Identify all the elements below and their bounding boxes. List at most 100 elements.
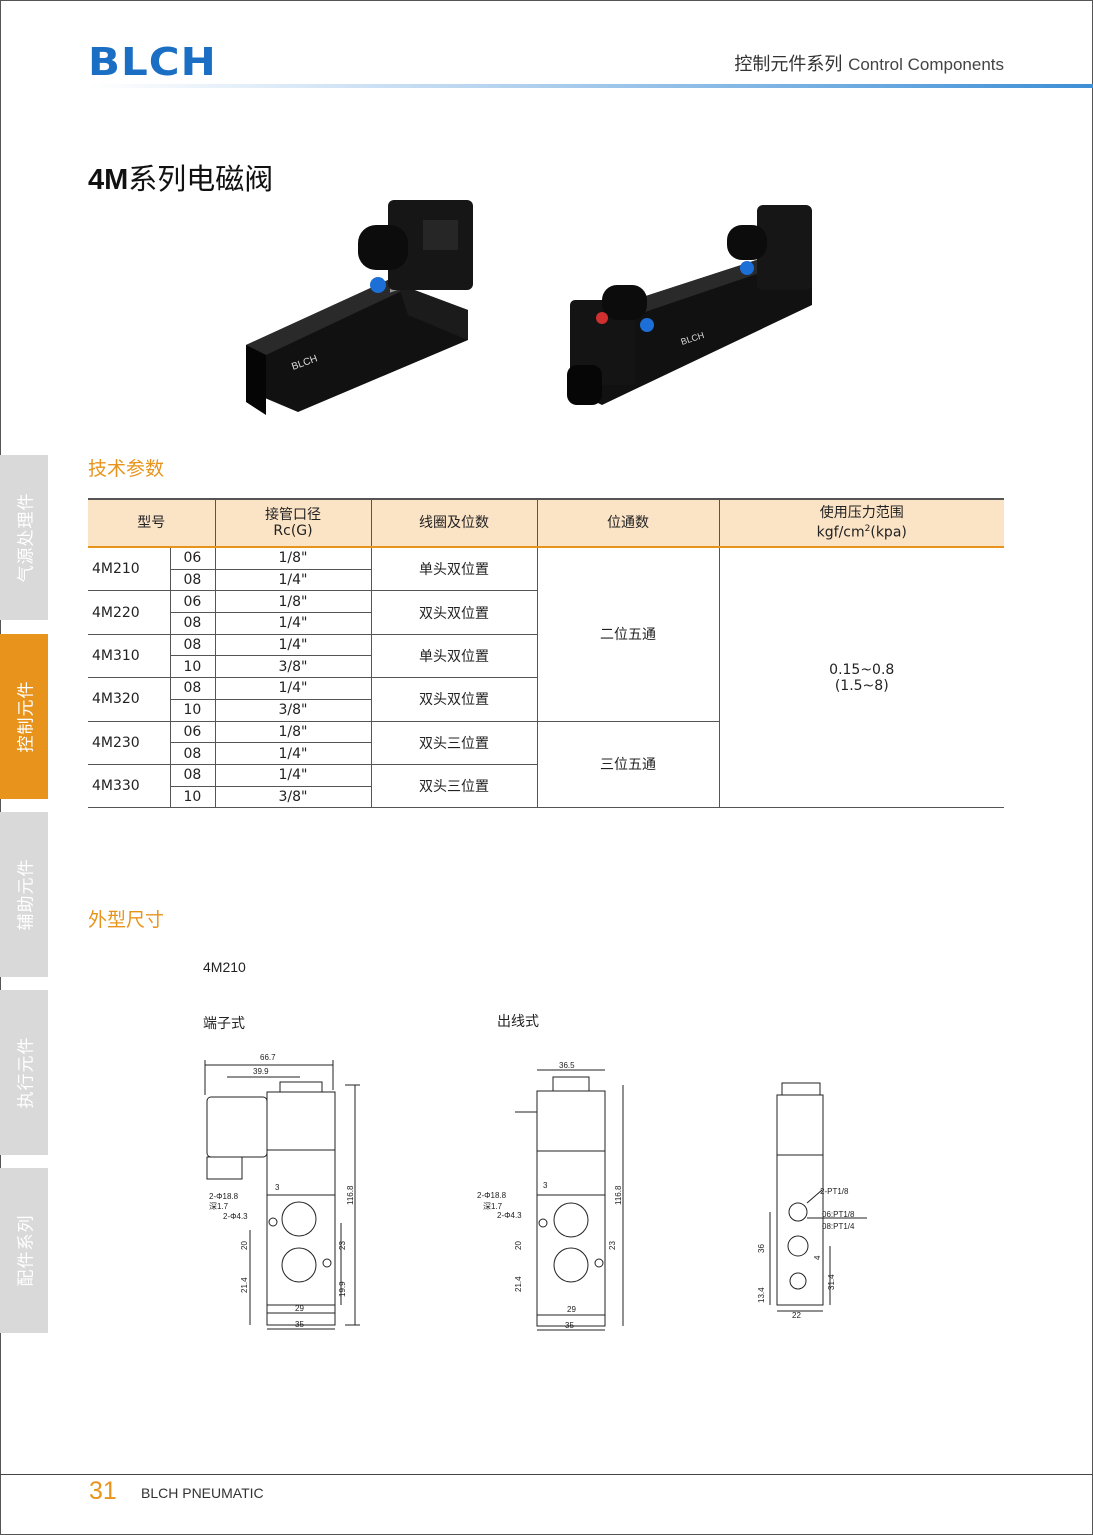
svg-text:20: 20 <box>514 1241 523 1250</box>
cell-model: 4M220 <box>88 590 170 635</box>
cell-coil: 单头双位置 <box>370 547 537 592</box>
cell-code: 06 <box>169 547 215 570</box>
cell-port: 1/4" <box>214 742 371 765</box>
cell-port: 1/4" <box>214 569 371 592</box>
cell-port: 1/4" <box>214 677 371 700</box>
cell-code: 10 <box>169 699 215 722</box>
side-tab-air-treatment[interactable]: 气源处理件 <box>0 455 48 620</box>
table-row: 10 3/8" <box>88 786 1004 809</box>
cell-port: 3/8" <box>214 699 371 722</box>
spec-heading: 技术参数 <box>88 458 165 480</box>
table-row: 08 1/4" <box>88 612 1004 635</box>
svg-text:23: 23 <box>608 1241 617 1250</box>
svg-text:08:PT1/4: 08:PT1/4 <box>822 1222 855 1231</box>
cell-code: 10 <box>169 655 215 679</box>
svg-text:36: 36 <box>757 1244 766 1253</box>
svg-text:36.5: 36.5 <box>559 1061 575 1070</box>
svg-text:2-Φ4.3: 2-Φ4.3 <box>223 1212 248 1221</box>
svg-text:39.9: 39.9 <box>253 1067 269 1076</box>
svg-text:21.4: 21.4 <box>240 1277 249 1293</box>
side-tab-auxiliary[interactable]: 辅助元件 <box>0 812 48 977</box>
svg-text:22: 22 <box>792 1311 801 1320</box>
svg-text:31.4: 31.4 <box>827 1274 836 1290</box>
svg-text:21.4: 21.4 <box>514 1276 523 1292</box>
cell-code: 06 <box>169 590 215 614</box>
cell-port: 1/8" <box>214 721 371 744</box>
cell-coil: 双头三位置 <box>370 764 537 809</box>
title-name: 系列电磁阀 <box>128 162 274 196</box>
header-category-en: Control Components <box>848 55 1004 74</box>
cell-coil: 双头双位置 <box>370 677 537 722</box>
footer-rule <box>0 1474 1093 1475</box>
svg-text:深1.7: 深1.7 <box>483 1202 503 1211</box>
dimension-heading: 外型尺寸 <box>88 909 165 931</box>
drawing-terminal-type: 66.7 39.9 3 2-Φ18.8 深1.7 2-Φ4.3 29 35 11… <box>204 1053 360 1330</box>
title-model: 4M <box>88 164 129 196</box>
cell-model: 4M330 <box>88 764 170 809</box>
cell-code: 08 <box>169 612 215 635</box>
product-photo-single: BLCH <box>246 200 473 415</box>
cell-model: 4M210 <box>88 547 170 592</box>
cell-positions: 二位五通 <box>536 547 719 722</box>
svg-text:116.8: 116.8 <box>346 1185 355 1205</box>
svg-text:深1.7: 深1.7 <box>209 1202 229 1211</box>
header-rule <box>88 84 1093 88</box>
cell-port: 1/4" <box>214 764 371 787</box>
svg-text:2-Φ4.3: 2-Φ4.3 <box>497 1211 522 1220</box>
cell-port: 1/4" <box>214 634 371 657</box>
cell-model: 4M310 <box>88 634 170 679</box>
svg-text:35: 35 <box>295 1320 304 1329</box>
cell-positions: 三位五通 <box>536 721 719 809</box>
col-positions: 位通数 <box>536 498 719 548</box>
col-coil: 线圈及位数 <box>370 498 537 548</box>
table-row: 10 3/8" <box>88 655 1004 679</box>
table-row: 4M230 06 1/8" 双头三位置 三位五通 <box>88 721 1004 809</box>
cell-port: 3/8" <box>214 655 371 679</box>
cell-port: 1/8" <box>214 547 371 570</box>
svg-text:29: 29 <box>295 1304 304 1313</box>
table-row: 4M330 08 1/4" 双头三位置 <box>88 764 1004 809</box>
svg-text:20: 20 <box>240 1241 249 1250</box>
table-row: 10 3/8" <box>88 699 1004 722</box>
table-row: 08 1/4" <box>88 569 1004 592</box>
svg-text:06:PT1/8: 06:PT1/8 <box>822 1210 855 1219</box>
header-category-cn: 控制元件系列 <box>734 54 843 75</box>
side-tab-actuators[interactable]: 执行元件 <box>0 990 48 1155</box>
cell-port: 1/4" <box>214 612 371 635</box>
svg-text:3: 3 <box>543 1181 548 1190</box>
table-row: 4M220 06 1/8" 双头双位置 <box>88 590 1004 635</box>
product-photo-double: BLCH <box>567 205 812 405</box>
cell-code: 08 <box>169 742 215 765</box>
svg-text:66.7: 66.7 <box>260 1053 276 1062</box>
cell-code: 08 <box>169 569 215 592</box>
svg-text:116.8: 116.8 <box>614 1185 623 1205</box>
footer-brand: BLCH PNEUMATIC <box>141 1485 264 1501</box>
table-row: 4M320 08 1/4" 双头双位置 <box>88 677 1004 722</box>
table-row: 4M310 08 1/4" 单头双位置 <box>88 634 1004 679</box>
svg-text:19.9: 19.9 <box>338 1281 347 1297</box>
side-tab-accessories[interactable]: 配件系列 <box>0 1168 48 1333</box>
header-category: 控制元件系列 Control Components <box>734 50 1004 76</box>
svg-text:35: 35 <box>565 1321 574 1330</box>
svg-text:2-Φ18.8: 2-Φ18.8 <box>209 1192 239 1201</box>
cell-coil: 单头双位置 <box>370 634 537 679</box>
dimension-model: 4M210 <box>203 959 246 975</box>
table-row: 08 1/4" <box>88 742 1004 765</box>
cell-code: 08 <box>169 677 215 700</box>
svg-text:29: 29 <box>567 1305 576 1314</box>
drawing-lead-wire-type: 36.5 3 2-Φ18.8 深1.7 2-Φ4.3 29 35 116.8 2… <box>477 1061 624 1331</box>
cell-code: 08 <box>169 634 215 657</box>
cell-port: 1/8" <box>214 590 371 614</box>
cell-model: 4M320 <box>88 677 170 722</box>
brand-logo: BLCH <box>88 39 217 85</box>
cell-code: 06 <box>169 721 215 744</box>
cell-model: 4M230 <box>88 721 170 765</box>
drawing-side-view: 2-PT1/8 06:PT1/8 08:PT1/4 22 36 13.4 31.… <box>757 1082 867 1320</box>
side-tab-control-components[interactable]: 控制元件 <box>0 634 48 799</box>
cell-port: 3/8" <box>214 786 371 809</box>
svg-text:4: 4 <box>813 1255 822 1260</box>
svg-text:3: 3 <box>275 1183 280 1192</box>
page-number: 31 <box>89 1477 117 1505</box>
